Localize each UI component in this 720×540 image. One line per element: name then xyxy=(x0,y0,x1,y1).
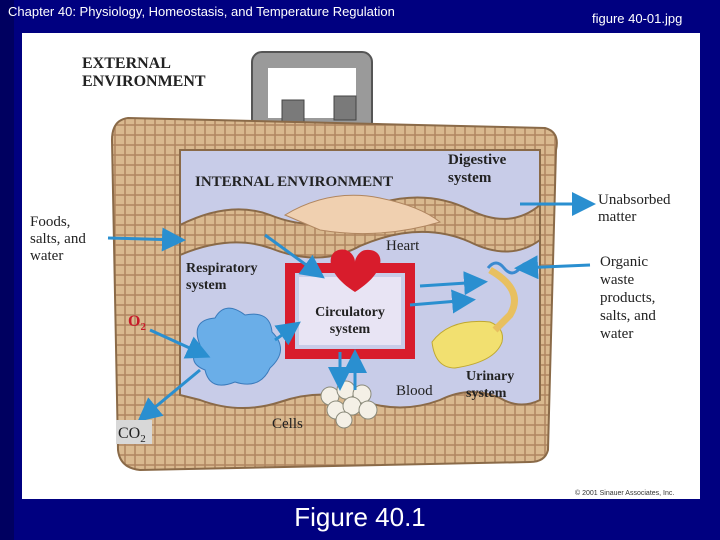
copyright-label: © 2001 Sinauer Associates, Inc. xyxy=(575,489,674,497)
internal-environment-label: INTERNAL ENVIRONMENT xyxy=(195,174,393,190)
o2-label: O2 xyxy=(128,313,146,333)
file-label: figure 40-01.jpg xyxy=(592,11,683,26)
figure-caption: Figure 40.1 xyxy=(294,502,426,532)
lung-shape xyxy=(193,307,281,386)
urinary-shape xyxy=(431,320,503,369)
lunchbox-handle xyxy=(251,51,373,133)
left-stripe xyxy=(0,0,14,540)
blood-label: Blood xyxy=(396,383,433,399)
cells-label: Cells xyxy=(272,416,303,432)
heart-label: Heart xyxy=(386,238,420,254)
urinary-tube xyxy=(488,266,518,333)
flow-arrows xyxy=(107,192,596,422)
co2-box xyxy=(116,420,152,444)
figure-panel-right xyxy=(570,33,700,499)
slide-title: Chapter 40: Physiology, Homeostasis, and… xyxy=(8,4,395,19)
digestive-system xyxy=(283,194,442,235)
heart-shape xyxy=(330,249,381,292)
co2-label: CO2 xyxy=(118,425,146,445)
